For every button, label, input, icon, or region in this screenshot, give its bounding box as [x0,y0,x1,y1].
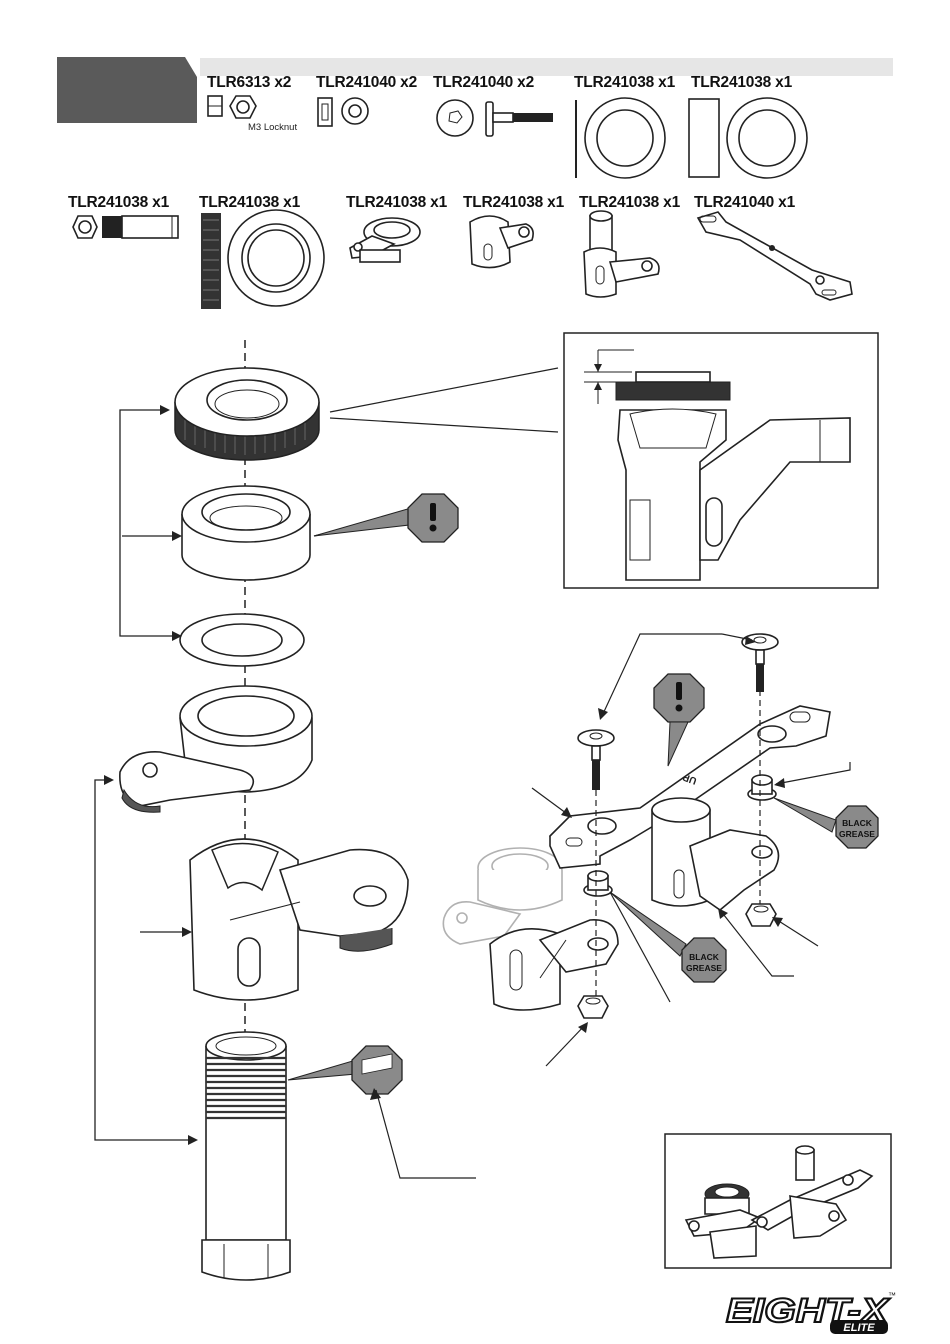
crank-arm-main-icon [120,686,312,812]
screw-icon [437,100,553,136]
servo-horn-icon [470,216,533,268]
svg-text:GREASE: GREASE [839,829,875,839]
knurled-ring-icon [175,368,319,460]
screw-top-left-icon [578,730,614,790]
locknut-right-icon [746,904,776,926]
svg-text:GREASE: GREASE [686,963,722,973]
link-arm-icon [698,212,852,300]
warning-icon [314,494,458,542]
svg-text:BLACK: BLACK [689,952,720,962]
servo-horn-main-icon [190,839,408,1000]
black-grease-icon-1: BLACK GREASE [774,798,878,848]
svg-text:™: ™ [888,1291,896,1300]
svg-text:ELITE: ELITE [843,1322,875,1334]
thin-washer-icon [180,614,304,666]
bushing-icon [318,98,368,126]
crank-arm-icon [350,218,420,262]
assembly-icon [584,211,659,297]
threaded-post-icon [202,1032,290,1280]
bearing-cup-main-icon [182,486,310,580]
locknut-left-icon [578,996,608,1018]
brand-logo: EIGHT-X ™ ELITE [726,1291,896,1334]
bearing-cup-icon [689,98,807,178]
post-icon [73,216,178,238]
washer-icon [576,98,665,178]
warning-right-icon [654,674,704,766]
locknut-icon [208,96,256,118]
grease-icon [288,1046,476,1178]
bushing-right-icon [748,775,776,800]
preview-inset [665,1134,891,1268]
svg-text:BLACK: BLACK [842,818,873,828]
bushing-left-icon [584,871,612,896]
nut-ring-icon [201,210,324,309]
